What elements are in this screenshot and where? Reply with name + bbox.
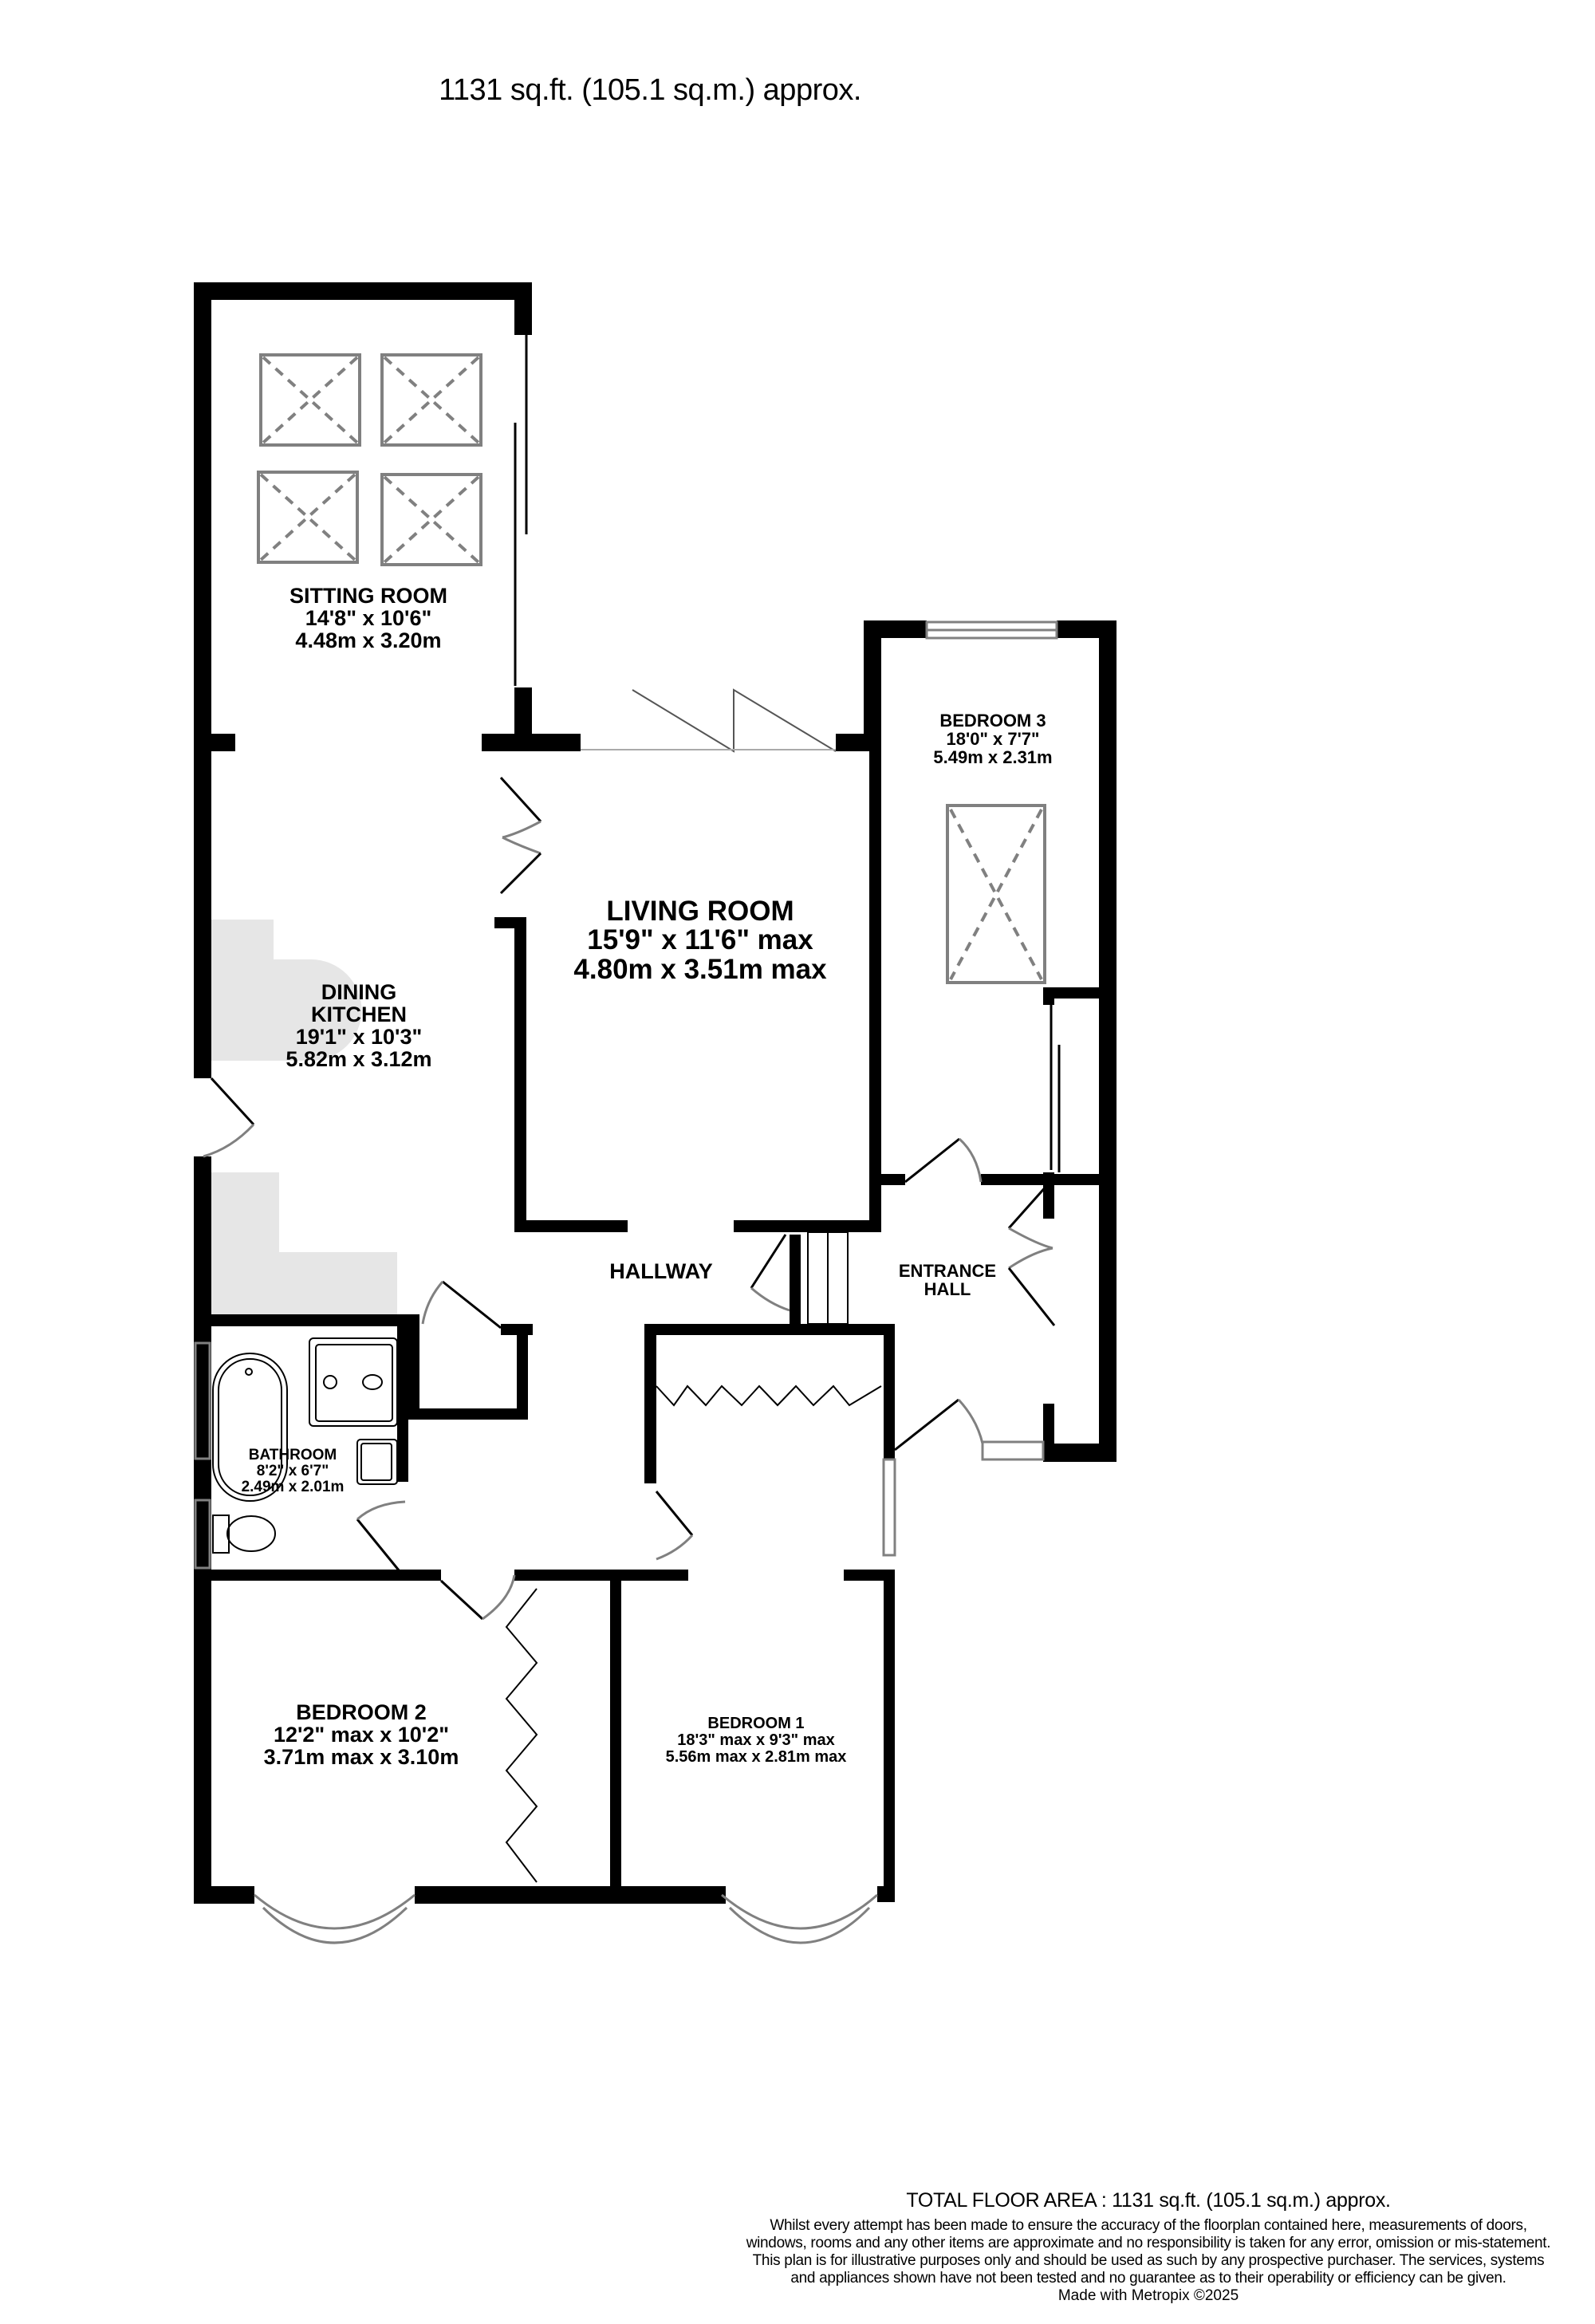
sliding-door [514,335,1061,1172]
shower-tray-icon [309,1337,398,1427]
room-name: BEDROOM 1 [707,1715,805,1732]
kitchen-units [211,920,397,1314]
room-dimensions-imperial: 12'2" max x 10'2" [273,1723,450,1747]
room-dimensions-metric: 2.49m x 2.01m [241,1478,345,1495]
room-name-line-2: HALL [924,1278,971,1299]
room-dimensions-imperial: 15'9" x 11'6" max [587,924,813,956]
room-name: BEDROOM 3 [939,711,1046,731]
room-name: HALLWAY [609,1259,713,1283]
skylights [257,353,1046,984]
skylight-icon [259,353,361,447]
room-hallway: HALLWAY [609,1260,713,1282]
room-bedroom-2: BEDROOM 2 12'2" max x 10'2" 3.71m max x … [264,1701,459,1768]
room-dimensions-imperial: 18'0" x 7'7" [946,728,1040,749]
room-entrance-hall: ENTRANCE HALL [899,1262,996,1299]
skylight-icon [257,471,359,564]
room-name-line-1: DINING [321,980,397,1004]
room-name: LIVING ROOM [606,896,794,927]
room-name-line-2: KITCHEN [310,1002,407,1027]
room-dimensions-imperial: 19'1" x 10'3" [295,1025,423,1050]
room-bedroom-3: BEDROOM 3 18'0" x 7'7" 5.49m x 2.31m [933,711,1053,767]
room-dimensions-metric: 4.48m x 3.20m [295,628,442,653]
room-dining-kitchen: DINING KITCHEN 19'1" x 10'3" 5.82m x 3.1… [286,981,431,1070]
room-sitting-room: SITTING ROOM 14'8" x 10'6" 4.48m x 3.20m [289,585,447,652]
doors [203,688,1056,1883]
windows [194,620,1058,1944]
sink-icon [356,1439,398,1485]
bath-icon [212,1353,288,1502]
room-name: BEDROOM 2 [296,1700,427,1724]
room-dimensions-imperial: 14'8" x 10'6" [305,606,432,631]
room-dimensions-metric: 5.82m x 3.12m [286,1047,432,1072]
room-dimensions-imperial: 8'2" x 6'7" [256,1462,329,1479]
disclaimer-text: Whilst every attempt has been made to en… [746,2217,1551,2287]
area-summary-title: 1131 sq.ft. (105.1 sq.m.) approx. [439,73,861,107]
footer: TOTAL FLOOR AREA : 1131 sq.ft. (105.1 sq… [742,2189,1555,2305]
room-dimensions-metric: 3.71m max x 3.10m [263,1745,459,1770]
room-name: SITTING ROOM [289,584,447,608]
toilet-icon [212,1515,276,1554]
skylight-icon [946,804,1046,984]
room-dimensions-metric: 5.56m max x 2.81m max [665,1747,847,1766]
room-dimensions-metric: 5.49m x 2.31m [933,746,1053,767]
room-living-room: LIVING ROOM 15'9" x 11'6" max 4.80m x 3.… [573,896,827,985]
skylight-icon [380,473,482,566]
room-name-line-1: ENTRANCE [898,1261,997,1281]
room-dimensions-metric: 4.80m x 3.51m max [573,953,827,985]
room-dimensions-imperial: 18'3" max x 9'3" max [677,1731,835,1749]
room-bedroom-1: BEDROOM 1 18'3" max x 9'3" max 5.56m max… [666,1715,847,1765]
walls [194,282,1116,1904]
skylight-icon [380,353,482,447]
made-with-credit: Made with Metropix ©2025 [1057,2287,1239,2305]
bathroom-fittings [212,1337,398,1554]
room-bathroom: BATHROOM 8'2" x 6'7" 2.49m x 2.01m [242,1448,345,1495]
total-floor-area: TOTAL FLOOR AREA : 1131 sq.ft. (105.1 sq… [906,2189,1391,2212]
room-name: BATHROOM [248,1447,337,1463]
